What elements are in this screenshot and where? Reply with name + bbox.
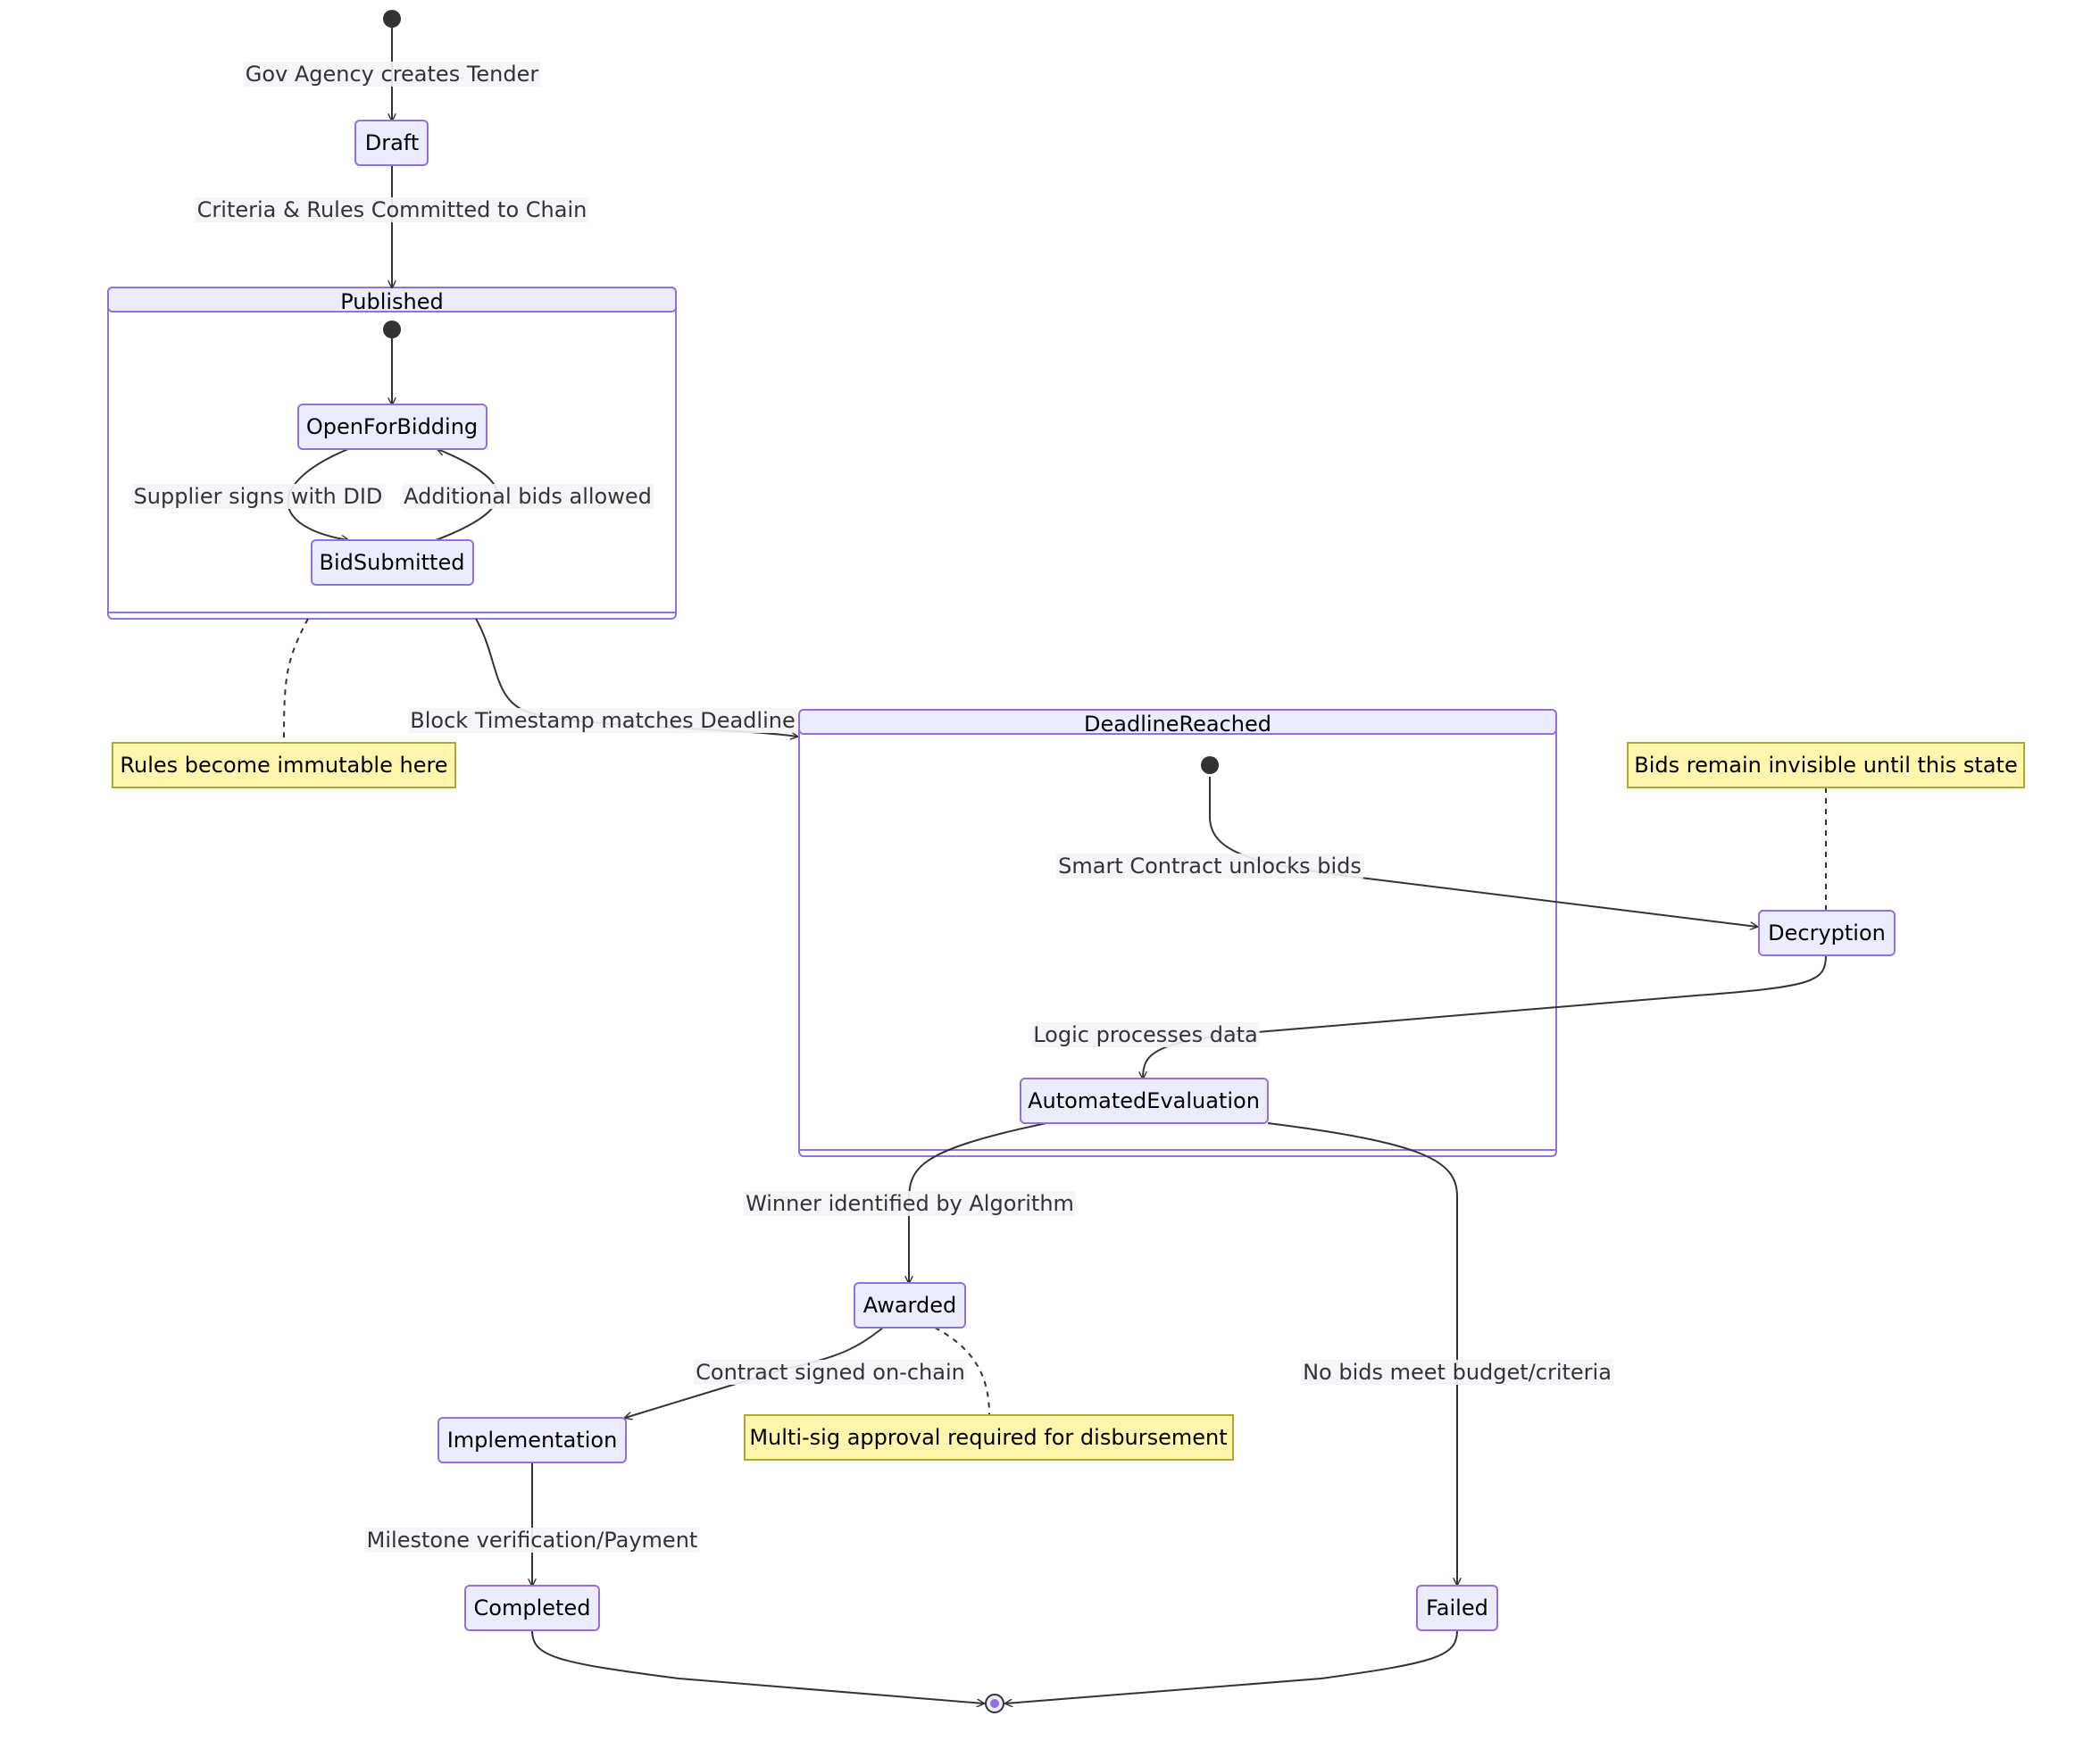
deadline-inner-start-marker bbox=[1201, 756, 1219, 774]
label-criteria-committed: Criteria & Rules Committed to Chain bbox=[195, 197, 589, 222]
edge-labels: Gov Agency creates Tender Criteria & Rul… bbox=[131, 62, 1613, 1553]
state-bid-submitted: BidSubmitted bbox=[311, 539, 474, 586]
state-implementation: Implementation bbox=[438, 1417, 627, 1463]
state-label: OpenForBidding bbox=[306, 414, 478, 439]
svg-text:Gov Agency creates Tender: Gov Agency creates Tender bbox=[246, 62, 539, 87]
label-winner-identified: Winner identified by Algorithm bbox=[744, 1191, 1076, 1216]
note-link-published bbox=[283, 618, 309, 742]
note-bids-invisible: Bids remain invisible until this state bbox=[1627, 742, 2025, 788]
label-no-bids: No bids meet budget/criteria bbox=[1301, 1360, 1613, 1385]
svg-text:No bids meet budget/criteria: No bids meet budget/criteria bbox=[1303, 1360, 1612, 1385]
label-additional-bids: Additional bids allowed bbox=[402, 484, 654, 509]
edge-failed-to-end bbox=[1005, 1629, 1458, 1704]
state-draft: Draft bbox=[354, 120, 429, 166]
state-decryption: Decryption bbox=[1758, 910, 1896, 956]
state-label: Completed bbox=[474, 1595, 591, 1620]
state-failed: Failed bbox=[1416, 1585, 1498, 1631]
composite-title-deadline-reached: DeadlineReached bbox=[1084, 712, 1271, 737]
state-label: Decryption bbox=[1768, 920, 1886, 945]
state-awarded: Awarded bbox=[854, 1282, 966, 1329]
composite-deadline-reached: DeadlineReached bbox=[798, 709, 1557, 1157]
state-completed: Completed bbox=[464, 1585, 600, 1631]
note-link-awarded bbox=[934, 1327, 990, 1416]
note-rules-immutable: Rules become immutable here bbox=[112, 742, 456, 788]
note-text: Rules become immutable here bbox=[120, 753, 447, 778]
state-label: AutomatedEvaluation bbox=[1028, 1088, 1260, 1113]
svg-text:Logic processes data: Logic processes data bbox=[1033, 1022, 1258, 1047]
note-text: Bids remain invisible until this state bbox=[1634, 753, 2017, 778]
published-inner-start-marker bbox=[383, 321, 401, 338]
composite-title-published: Published bbox=[340, 289, 444, 314]
edge-completed-to-end bbox=[531, 1629, 984, 1704]
svg-text:Criteria & Rules Committed to: Criteria & Rules Committed to Chain bbox=[197, 197, 588, 222]
svg-text:Smart Contract unlocks bids: Smart Contract unlocks bids bbox=[1058, 854, 1362, 879]
edge-decryption-to-evaluation bbox=[1143, 954, 1827, 1079]
state-label: Implementation bbox=[447, 1428, 618, 1453]
state-label: BidSubmitted bbox=[320, 550, 465, 575]
svg-text:Contract signed on-chain: Contract signed on-chain bbox=[696, 1360, 965, 1385]
state-label: Draft bbox=[365, 130, 420, 155]
svg-text:Additional bids allowed: Additional bids allowed bbox=[404, 484, 652, 509]
label-supplier-signs: Supplier signs with DID bbox=[131, 484, 385, 509]
state-label: Awarded bbox=[863, 1293, 956, 1318]
note-text: Multi-sig approval required for disburse… bbox=[749, 1425, 1227, 1450]
svg-text:Milestone verification/Payment: Milestone verification/Payment bbox=[367, 1528, 698, 1553]
svg-text:Block Timestamp matches Deadli: Block Timestamp matches Deadline bbox=[410, 708, 795, 733]
label-block-timestamp: Block Timestamp matches Deadline bbox=[408, 708, 797, 733]
end-marker bbox=[985, 1694, 1004, 1713]
svg-text:Winner identified by Algorithm: Winner identified by Algorithm bbox=[746, 1191, 1074, 1216]
label-gov-creates: Gov Agency creates Tender bbox=[243, 62, 541, 87]
label-unlocks-bids: Smart Contract unlocks bids bbox=[1056, 854, 1363, 879]
state-automated-evaluation: AutomatedEvaluation bbox=[1020, 1078, 1269, 1124]
state-label: Failed bbox=[1426, 1595, 1488, 1620]
state-open-for-bidding: OpenForBidding bbox=[297, 404, 488, 450]
label-milestone: Milestone verification/Payment bbox=[364, 1528, 700, 1553]
svg-text:Supplier signs with DID: Supplier signs with DID bbox=[134, 484, 383, 509]
label-contract-signed: Contract signed on-chain bbox=[694, 1360, 967, 1385]
composite-published: Published bbox=[107, 287, 677, 620]
note-connectors bbox=[283, 618, 1827, 1416]
start-marker bbox=[383, 10, 401, 28]
note-multisig: Multi-sig approval required for disburse… bbox=[744, 1414, 1234, 1461]
label-logic-processes: Logic processes data bbox=[1031, 1022, 1260, 1047]
edge-evaluation-to-failed bbox=[1267, 1122, 1457, 1585]
